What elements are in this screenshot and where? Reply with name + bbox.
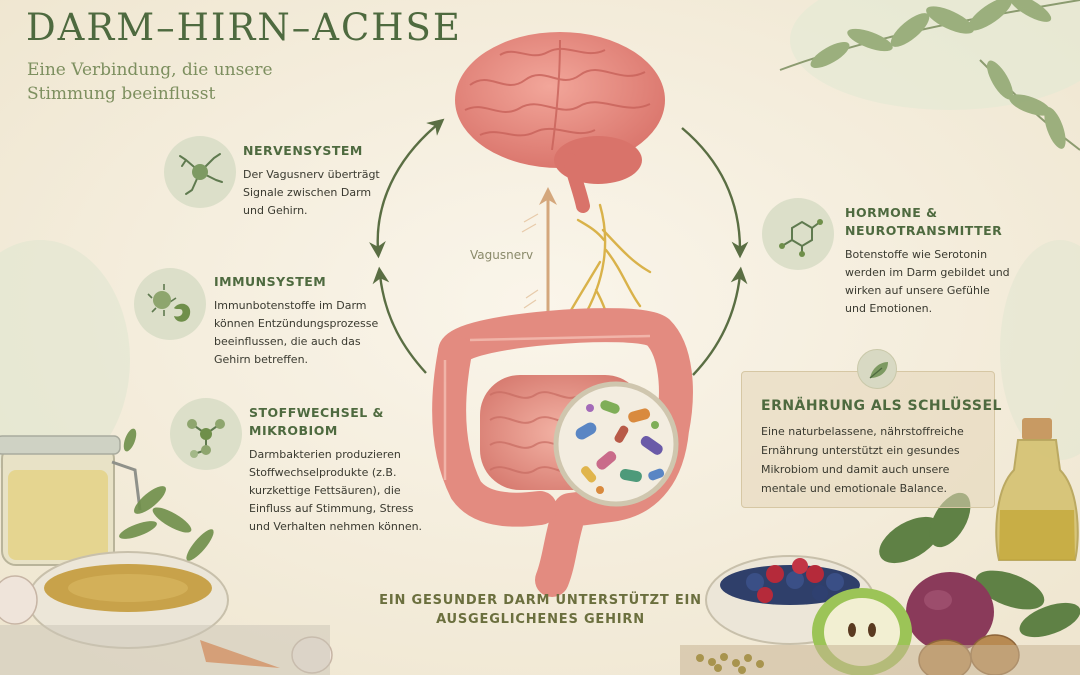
leaf-icon <box>857 349 897 389</box>
sauerkraut-jar-icon <box>0 435 142 566</box>
soup-bowl-icon <box>27 551 229 649</box>
microbiome-icon <box>553 381 679 507</box>
section-immunsystem: IMMUNSYSTEM Immunbotenstoffe im Darm kön… <box>214 273 384 369</box>
page-title: DARM–HIRN–ACHSE <box>26 6 462 49</box>
leafy-greens-icon <box>879 492 1080 638</box>
oil-bottle-icon <box>995 418 1079 561</box>
nutrition-key-title: ERNÄHRUNG ALS SCHLÜSSEL <box>761 398 1002 414</box>
section-text: Der Vagusnerv überträgt Signale zwischen… <box>243 168 380 217</box>
nerve-illustration <box>568 203 652 334</box>
neuron-icon <box>164 136 236 208</box>
section-text: Darmbakterien produzieren Stoffwechselpr… <box>249 448 423 533</box>
beetroot-icon <box>906 572 994 652</box>
page-subtitle: Eine Verbindung, die unsere Stimmung bee… <box>27 60 273 104</box>
section-text: Botenstoffe wie Serotonin werden im Darm… <box>845 248 1010 315</box>
lentils-icon <box>696 653 764 674</box>
chemical-structure-icon <box>762 198 834 270</box>
section-title: NERVENSYSTEM <box>243 143 363 158</box>
section-nervensystem: NERVENSYSTEM Der Vagusnerv überträgt Sig… <box>243 142 393 220</box>
section-stoffwechsel: STOFFWECHSEL & MIKROBIOM Darmbakterien p… <box>249 404 429 536</box>
section-title: IMMUNSYSTEM <box>214 274 327 289</box>
vagus-label: Vagusnerv <box>470 248 534 262</box>
brain-illustration <box>455 32 665 213</box>
leaf-branch-icon <box>779 0 1080 151</box>
herb-icon <box>119 428 214 561</box>
nutrition-key-text: Eine naturbelassene, nährstoffreiche Ern… <box>761 425 964 495</box>
bottom-caption: EIN GESUNDER DARM UNTERSTÜTZT EIN AUSGEG… <box>379 593 702 627</box>
microbe-icon <box>134 268 206 340</box>
section-title: HORMONE & NEUROTRANSMITTER <box>845 205 1003 238</box>
molecule-icon <box>170 398 242 470</box>
nutrition-key-box <box>741 371 995 508</box>
section-text: Immunbotenstoffe im Darm können Entzündu… <box>214 299 379 366</box>
section-hormone: HORMONE & NEUROTRANSMITTER Botenstoffe w… <box>845 204 1010 318</box>
section-title: STOFFWECHSEL & MIKROBIOM <box>249 405 384 438</box>
